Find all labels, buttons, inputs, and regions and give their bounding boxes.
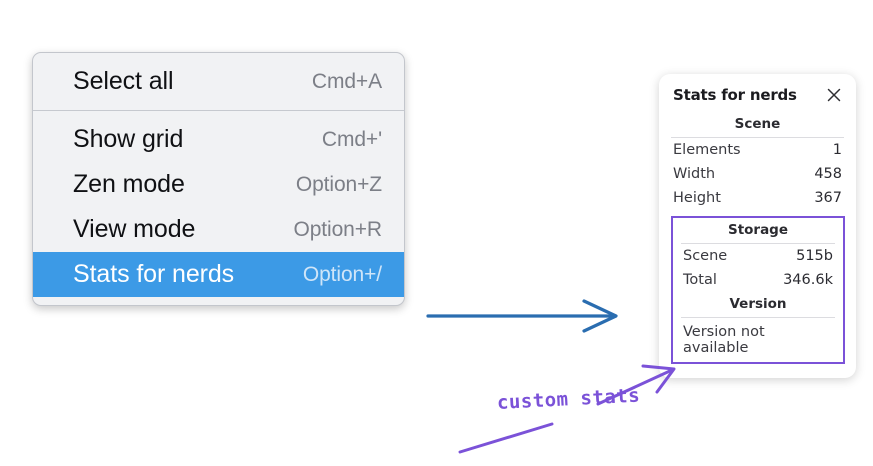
menu-item-shortcut: Cmd+'	[321, 127, 382, 151]
menu-item-shortcut: Option+/	[302, 262, 382, 286]
section-divider	[681, 243, 835, 244]
custom-stats-highlight-box: Storage Scene 515b Total 346.6k Version …	[671, 216, 845, 364]
purple-underline-stroke	[458, 422, 554, 454]
stat-value: 515b	[796, 248, 833, 264]
menu-item-label: Stats for nerds	[73, 260, 235, 288]
stat-row: Total 346.6k	[673, 268, 843, 292]
menu-separator	[33, 110, 404, 111]
stat-label: Total	[683, 272, 717, 288]
menu-item-zen-mode[interactable]: Zen mode Option+Z	[33, 162, 404, 207]
menu-item-label: Show grid	[73, 125, 184, 153]
close-icon[interactable]	[825, 86, 843, 104]
blue-arrow	[426, 299, 618, 333]
menu-item-stats-for-nerds[interactable]: Stats for nerds Option+/	[33, 252, 404, 297]
menu-item-show-grid[interactable]: Show grid Cmd+'	[33, 117, 404, 162]
context-menu[interactable]: Select all Cmd+A Show grid Cmd+' Zen mod…	[32, 52, 405, 306]
menu-item-label: Zen mode	[73, 170, 185, 198]
menu-item-label: View mode	[73, 215, 196, 243]
stat-value: 1	[832, 142, 842, 158]
stat-value: 458	[814, 166, 842, 182]
stat-label: Height	[673, 190, 721, 206]
stats-section-version: Version Version not available	[673, 292, 843, 358]
stats-for-nerds-panel: Stats for nerds Scene Elements 1 Width 4…	[659, 74, 856, 378]
menu-item-label: Select all	[73, 67, 174, 95]
section-title: Version	[729, 296, 787, 312]
stats-section-scene: Scene Elements 1 Width 458 Height 367	[659, 104, 856, 210]
stats-panel-title: Stats for nerds	[673, 86, 797, 104]
menu-item-view-mode[interactable]: View mode Option+R	[33, 207, 404, 252]
stat-row: Width 458	[659, 162, 856, 186]
stat-row: Elements 1	[659, 138, 856, 162]
version-value: Version not available	[683, 324, 765, 356]
stats-section-storage: Storage Scene 515b Total 346.6k	[673, 218, 843, 292]
section-title: Storage	[727, 222, 789, 238]
menu-item-shortcut: Cmd+A	[311, 69, 382, 93]
menu-item-shortcut: Option+R	[293, 217, 382, 241]
stats-panel-header: Stats for nerds	[659, 84, 856, 104]
stat-value: 346.6k	[783, 272, 833, 288]
handwritten-note-custom-stats: custom stats	[496, 384, 641, 414]
stat-label: Scene	[683, 248, 728, 264]
stat-label: Elements	[673, 142, 741, 158]
stat-label: Width	[673, 166, 716, 182]
stat-row: Height 367	[659, 186, 856, 210]
menu-group-1: Select all Cmd+A	[33, 59, 404, 104]
section-divider	[681, 317, 835, 318]
section-divider	[671, 137, 844, 138]
section-title: Scene	[734, 116, 781, 132]
stat-value: 367	[814, 190, 842, 206]
menu-item-select-all[interactable]: Select all Cmd+A	[33, 59, 404, 104]
menu-group-2: Show grid Cmd+' Zen mode Option+Z View m…	[33, 117, 404, 297]
stat-row: Scene 515b	[673, 244, 843, 268]
menu-item-shortcut: Option+Z	[295, 172, 382, 196]
